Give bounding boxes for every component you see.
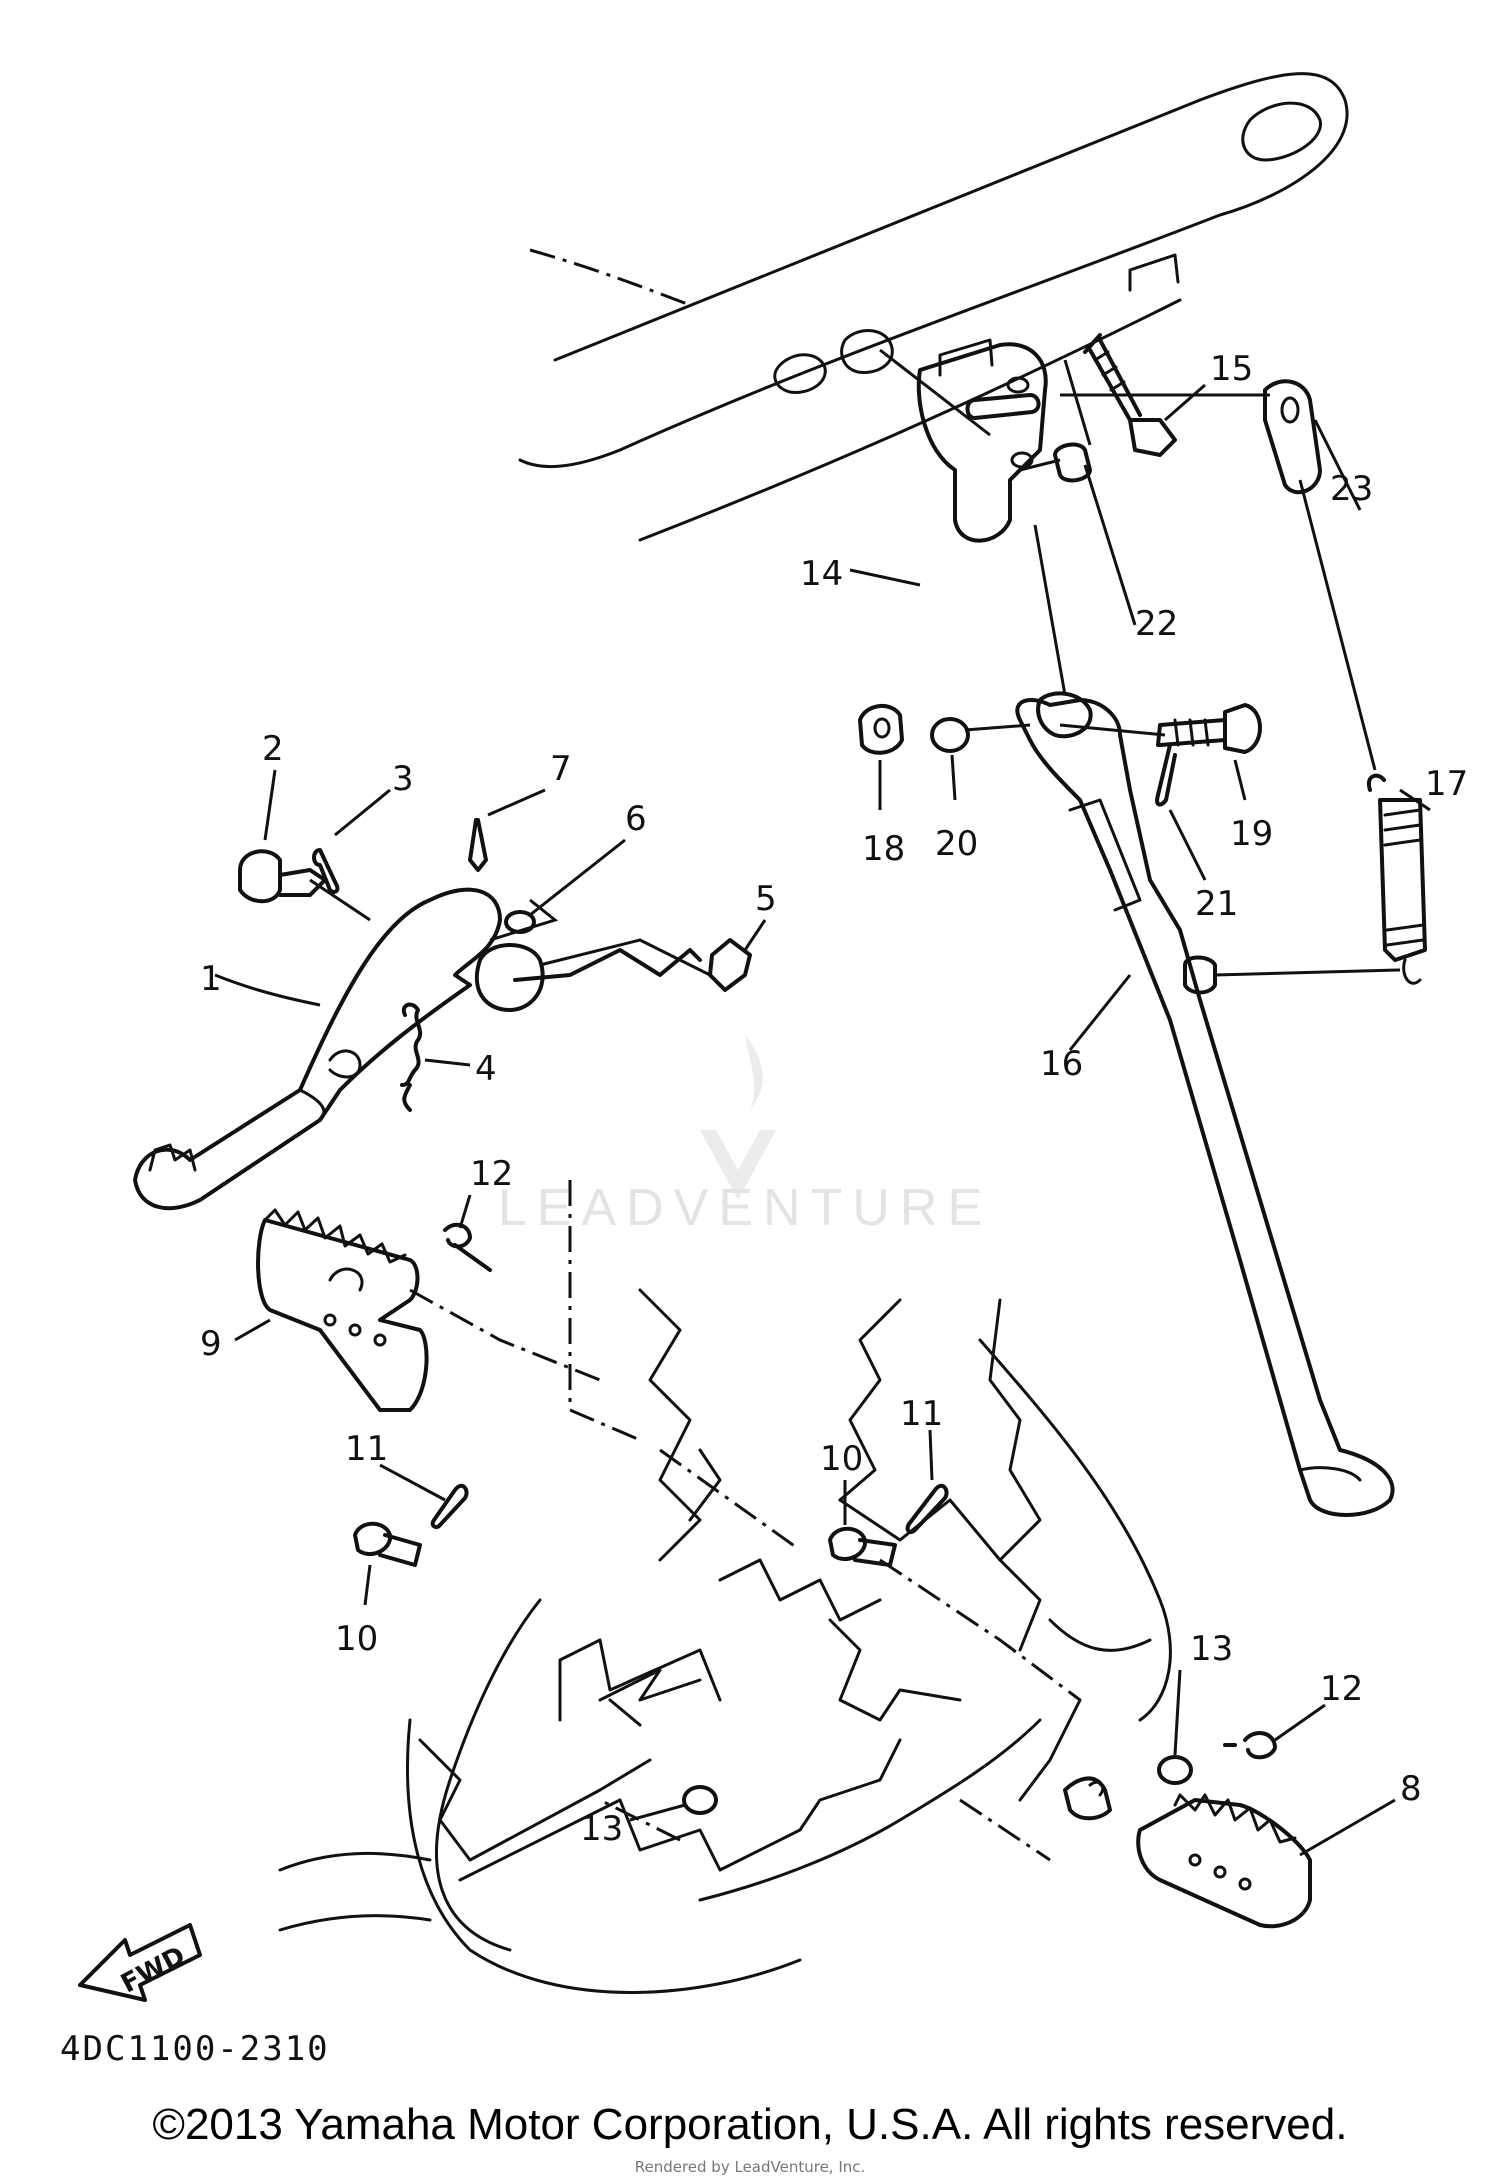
part-4-spring [400,1002,423,1112]
callout-13b: 13 [580,1809,623,1849]
pedal-shaft [513,948,702,982]
brake-pedal [133,887,502,1211]
callout-16: 16 [1040,1044,1083,1084]
callout-7: 7 [550,749,572,789]
callout-13a: 13 [1190,1629,1233,1669]
frame-outline [278,72,1349,1994]
left-footrest-assembly [256,1208,492,1567]
right-footrest-assembly [682,1483,1312,1929]
part-21-cotter-pin [1155,743,1177,807]
callout-10a: 10 [335,1619,378,1659]
part-11-left-cotter-pin [430,1483,469,1530]
callout-18: 18 [862,829,905,869]
callout-3: 3 [392,759,414,799]
assembly-lines [309,348,1401,977]
fwd-arrow: FWD [78,1923,202,2002]
part-3-cotter-pin [312,848,340,895]
fwd-arrow-icon [78,1923,202,2002]
part-23-plate [1263,379,1322,495]
callout-11a: 11 [345,1429,388,1469]
part-8-right-footrest [1136,1798,1312,1929]
brake-pedal-assembly [133,818,752,1211]
callout-12b: 12 [1320,1669,1363,1709]
part-10-left-pin [353,1521,422,1567]
rendered-by-note: Rendered by LeadVenture, Inc. [634,2158,866,2176]
part-5-pin [708,938,752,992]
callout-20: 20 [935,824,978,864]
part-10-right-pin [828,1526,897,1567]
part-13-right-washer [1157,1755,1193,1785]
callout-15: 15 [1210,349,1253,389]
part-7-cotter-pin [468,818,488,872]
callout-14: 14 [800,554,843,594]
part-22-collar [1053,442,1092,483]
callout-4: 4 [475,1049,497,1089]
callout-10b: 10 [820,1439,863,1479]
callout-2: 2 [262,729,284,769]
part-16-sidestand [1015,698,1395,1517]
part-12-left-spring [443,1222,492,1272]
leadventure-watermark: LEADVENTURE [498,1035,992,1237]
callout-17: 17 [1425,764,1468,804]
sidestand-assembly [858,333,1427,1517]
part-14-sidestand-bracket [916,342,1048,543]
callout-12a: 12 [470,1154,513,1194]
callout-8: 8 [1400,1769,1422,1809]
part-15-bolt [1083,333,1177,457]
part-20-washer [930,717,970,753]
callout-9: 9 [200,1324,222,1364]
callout-5: 5 [755,879,777,919]
part-11-right-cotter-pin [905,1483,949,1535]
callout-6: 6 [625,799,647,839]
callout-22: 22 [1135,604,1178,644]
part-12-right-spring [1223,1731,1277,1760]
callout-23: 23 [1330,469,1373,509]
callout-1: 1 [200,959,222,999]
callouts: 1 2 3 4 5 6 7 8 9 10 10 11 11 12 12 13 1 [200,349,1468,1857]
copyright-notice: ©2013 Yamaha Motor Corporation, U.S.A. A… [152,2100,1348,2149]
part-9-left-footrest [256,1218,429,1412]
callout-11b: 11 [900,1394,943,1434]
part-18-nut [858,704,904,755]
part-17-spring [1366,773,1427,962]
callout-21: 21 [1195,884,1238,924]
callout-19: 19 [1230,814,1273,854]
watermark-text: LEADVENTURE [498,1179,992,1237]
diagram-code: 4DC1100-2310 [60,2029,330,2069]
part-13-lower-washer [682,1785,718,1815]
leadventure-logo-icon [700,1035,776,1200]
